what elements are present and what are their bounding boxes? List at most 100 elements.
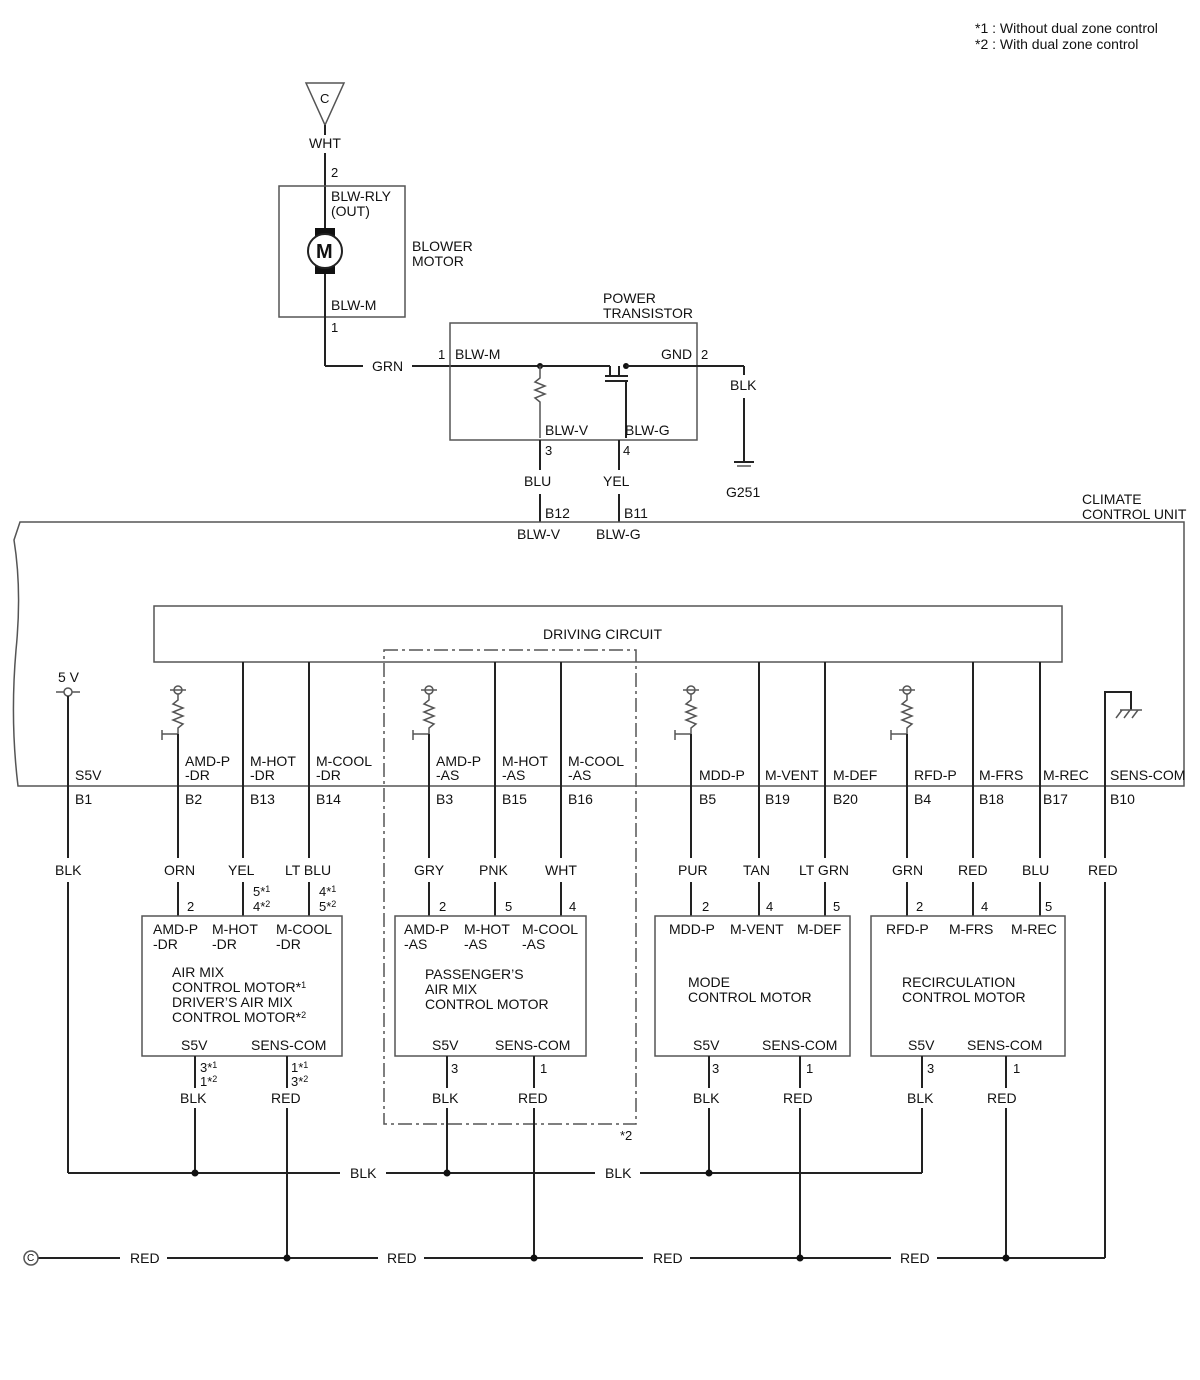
dr-title-2: CONTROL MOTOR*1 (172, 979, 306, 995)
terminal-pin: B3 (436, 791, 453, 807)
terminal-wire-color: PNK (479, 862, 508, 878)
mode-label-c: M-DEF (797, 921, 841, 937)
wire-yel-label: YEL (603, 473, 630, 489)
mode-wire-sens: RED (783, 1090, 813, 1106)
connector-c-triangle: C (304, 82, 346, 127)
recirc-title-2: CONTROL MOTOR (902, 989, 1026, 1005)
dr-sens-label: SENS-COM (251, 1037, 326, 1053)
terminal-pin: B16 (568, 791, 593, 807)
wire-grn-label: GRN (372, 358, 403, 374)
terminal-wire-color: WHT (545, 862, 577, 878)
as-s5v-label: S5V (432, 1037, 459, 1053)
terminal-wire-color: YEL (228, 862, 255, 878)
pt-resistor (532, 366, 548, 438)
blk-bus-label-1: BLK (350, 1165, 377, 1181)
motor-bottom-wires (67, 882, 1106, 1258)
dr-pin-hot-1: 5*1 (253, 884, 270, 899)
ccu-blw-g-label: BLW-G (596, 526, 641, 542)
recirc-sens-label: SENS-COM (967, 1037, 1042, 1053)
mode-pin-c: 5 (833, 899, 840, 914)
mode-control-motor-box (654, 915, 851, 1057)
terminal-pin: B14 (316, 791, 341, 807)
terminal-pin: B17 (1043, 791, 1068, 807)
ccu-pin-b12: B12 (545, 505, 570, 521)
terminal-pin: B2 (185, 791, 202, 807)
mode-pin-s5v: 3 (712, 1061, 719, 1076)
recirc-wire-sens: RED (987, 1090, 1017, 1106)
pt-pin-3: 3 (545, 443, 552, 458)
wire-blu-label: BLU (524, 473, 551, 489)
terminal-wire-color: GRY (414, 862, 445, 878)
red-bus (37, 1254, 1105, 1262)
as-cool-label-b: -AS (522, 936, 545, 952)
as-pin-s5v: 3 (451, 1061, 458, 1076)
recirc-s5v-label: S5V (908, 1037, 935, 1053)
red-bus-label-2: RED (387, 1250, 417, 1266)
motor-symbol: M (316, 241, 333, 263)
mode-sens-label: SENS-COM (762, 1037, 837, 1053)
recirc-label-b: M-FRS (949, 921, 993, 937)
dr-wire-s5v: BLK (180, 1090, 207, 1106)
dr-pin-s5v-1: 3*1 (200, 1060, 217, 1075)
recirc-pin-b: 4 (981, 899, 988, 914)
dr-pin-hot-2: 4*2 (253, 899, 270, 914)
motor-brush-top (315, 228, 335, 236)
dr-s5v-label: S5V (181, 1037, 208, 1053)
dr-pin-cool-1: 4*1 (319, 884, 336, 899)
dr-hot-label-b: -DR (212, 936, 237, 952)
driver-air-mix-motor-box (141, 915, 343, 1057)
mode-title-1: MODE (688, 974, 730, 990)
dr-pin-sens-1: 1*1 (291, 1060, 308, 1075)
pt-pin-4: 4 (623, 443, 630, 458)
as-hot-label-b: -AS (464, 936, 487, 952)
connector-c-bottom-icon (23, 1250, 39, 1266)
pt-blw-m-label: BLW-M (455, 346, 500, 362)
power-transistor-title-1: POWER (603, 290, 656, 306)
terminal-pin: B15 (502, 791, 527, 807)
terminal-wire-color: RED (958, 862, 988, 878)
terminal-name: M-COOL (316, 753, 372, 769)
blower-motor-box (278, 185, 406, 318)
note-with-dual-zone: *2 : With dual zone control (975, 36, 1139, 52)
dr-title-1: AIR MIX (172, 964, 225, 980)
dual-zone-note: *2 (620, 1128, 632, 1143)
as-title-2: AIR MIX (425, 981, 478, 997)
driving-circuit-box (153, 605, 1063, 663)
terminal-wire-color: BLK (55, 862, 82, 878)
terminal-name: MDD-P (699, 767, 745, 783)
terminal-wire-color: TAN (743, 862, 770, 878)
terminal-wire-color: ORN (164, 862, 195, 878)
red-bus-label-1: RED (130, 1250, 160, 1266)
blower-pin-2: 2 (331, 165, 338, 180)
mode-pin-sens: 1 (806, 1061, 813, 1076)
power-transistor-box (449, 322, 698, 441)
terminal-name: M-DEF (833, 767, 877, 783)
as-pin-amd: 2 (439, 899, 446, 914)
as-cool-label-a: M-COOL (522, 921, 578, 937)
five-v-node (63, 687, 73, 697)
terminal-name-suffix: -DR (250, 767, 275, 783)
terminal-name: S5V (75, 767, 102, 783)
pt-gnd-label: GND (661, 346, 692, 362)
terminal-wire-color: LT BLU (285, 862, 331, 878)
as-pin-sens: 1 (540, 1061, 547, 1076)
terminal-name-suffix: -DR (185, 767, 210, 783)
as-title-3: CONTROL MOTOR (425, 996, 549, 1012)
terminal-wire-color: LT GRN (799, 862, 849, 878)
as-hot-label-a: M-HOT (464, 921, 510, 937)
blw-m-label: BLW-M (331, 297, 376, 313)
terminal-pin: B4 (914, 791, 931, 807)
pt-pin-1: 1 (438, 347, 445, 362)
as-wire-sens: RED (518, 1090, 548, 1106)
wire-blk-gnd-label: BLK (730, 377, 757, 393)
notes-legend: *1 : Without dual zone control *2 : With… (975, 20, 1158, 52)
passenger-air-mix-motor-box (394, 915, 587, 1057)
power-transistor-title-2: TRANSISTOR (603, 305, 693, 321)
recirc-label-a: RFD-P (886, 921, 929, 937)
red-bus-label-4: RED (900, 1250, 930, 1266)
terminal-wire-color: RED (1088, 862, 1118, 878)
pullup-resistor-mode (674, 685, 699, 740)
terminal-name: SENS-COM (1110, 767, 1185, 783)
dr-cool-label-b: -DR (276, 936, 301, 952)
